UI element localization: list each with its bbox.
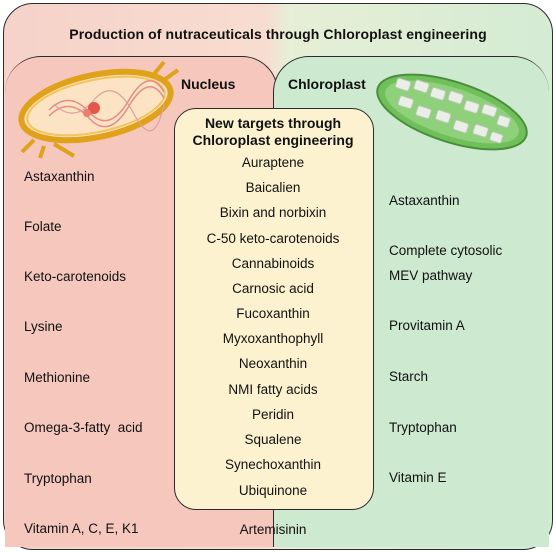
new-target-item: Myxoxanthophyll: [222, 331, 324, 346]
nucleus-illustration: [18, 60, 180, 159]
nucleus-label: Nucleus: [181, 76, 236, 92]
chloroplast-item: Vitamin E: [389, 470, 447, 485]
new-targets-title-line2: Chloroplast engineering: [192, 132, 354, 148]
new-targets-title: New targets through Chloroplast engineer…: [174, 115, 372, 149]
nucleus-item: Lysine: [24, 319, 63, 334]
new-target-item: Synechoxanthin: [224, 457, 322, 472]
nucleus-item: Tryptophan: [24, 471, 92, 486]
nucleus-item: Omega-3-fatty acid: [24, 420, 143, 435]
nucleus-item: Methionine: [24, 370, 91, 385]
chloroplast-item: Astaxanthin: [389, 193, 460, 208]
new-target-item: Auraptene: [241, 155, 305, 170]
new-target-item: Squalene: [244, 432, 302, 447]
chloroplast-item: MEV pathway: [389, 268, 473, 283]
new-target-item: Ubiquinone: [238, 483, 308, 498]
chloroplast-item: Provitamin A: [389, 318, 465, 333]
new-target-item: C-50 keto-carotenoids: [206, 231, 340, 246]
new-target-item: Bixin and norbixin: [219, 205, 327, 220]
chloroplast-illustration: [376, 73, 528, 151]
new-target-item: NMI fatty acids: [228, 382, 318, 397]
nucleus-item: Keto-carotenoids: [24, 269, 127, 284]
new-target-item: Cannabinoids: [231, 256, 315, 271]
nucleus-item: Astaxanthin: [24, 169, 95, 184]
nucleus-item: Vitamin A, C, E, K1: [24, 521, 139, 536]
chloroplast-item: Starch: [389, 369, 429, 384]
new-target-item: Carnosic acid: [232, 281, 314, 296]
diagram-title: Production of nutraceuticals through Chl…: [69, 26, 487, 42]
shared-item-artemisinin: Artemisinin: [239, 522, 307, 537]
chloroplast-label: Chloroplast: [288, 76, 366, 92]
new-targets-title-line1: New targets through: [204, 115, 342, 131]
chloroplast-item: Complete cytosolic: [389, 243, 503, 258]
new-target-item: Neoxanthin: [238, 356, 308, 371]
nucleus-item: Folate: [24, 219, 62, 234]
new-target-item: Peridin: [251, 407, 295, 422]
chloroplast-item: Tryptophan: [389, 420, 457, 435]
new-targets-region: [174, 108, 374, 510]
new-target-item: Baicalien: [245, 180, 301, 195]
new-target-item: Fucoxanthin: [236, 306, 310, 321]
